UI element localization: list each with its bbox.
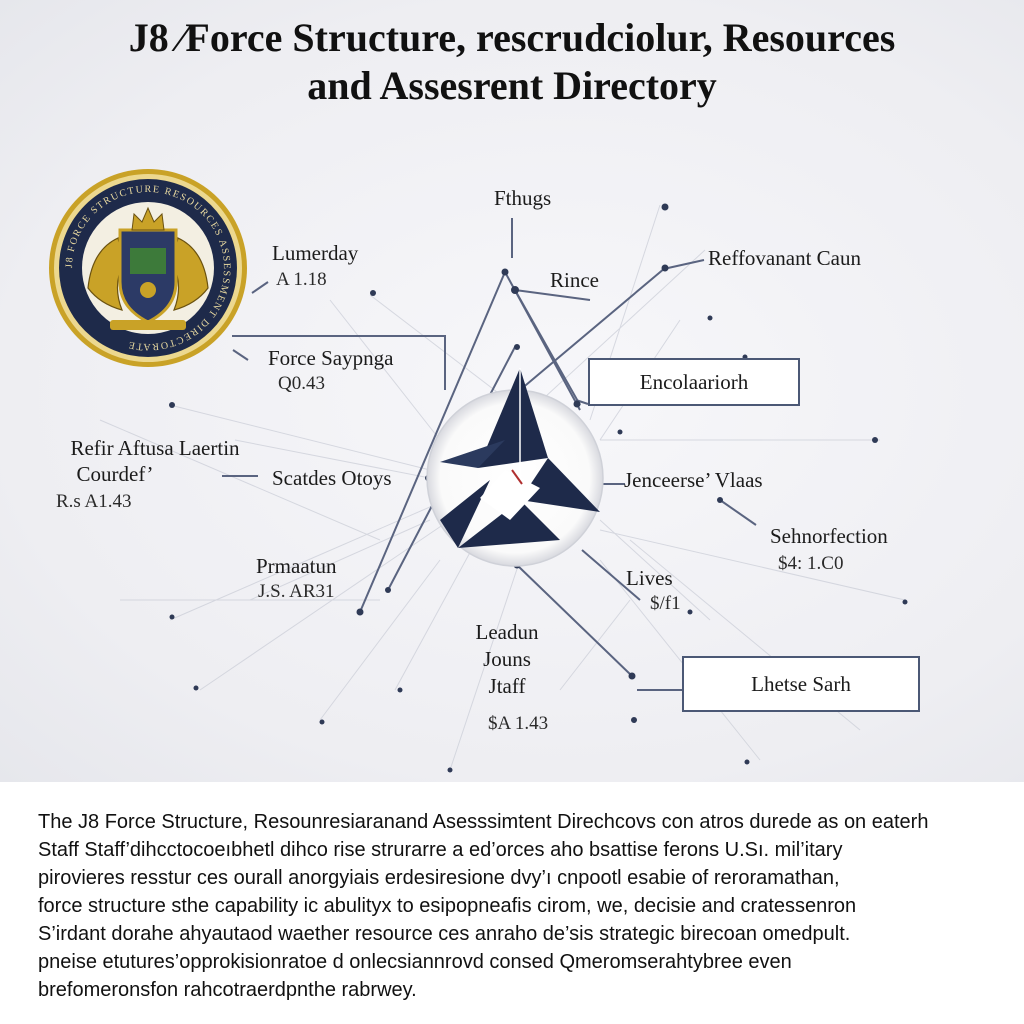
seal-icon: J8 FORCE STRUCTURE RESOURCES ASSESSMENT … [49,169,247,367]
node-refir-line2: Courdef’ [76,462,154,486]
node-leadun-line3: Jtaff [488,674,526,698]
network-diagram: J8 FORCE STRUCTURE RESOURCES ASSESSMENT … [49,169,908,773]
description-line: Staff Staff’dihcctocoeıbhetl dihco rise … [38,839,843,861]
description-line: brefomeronsfon rahcotraerdpnthe rabrwey. [38,979,417,1001]
node-force-supply: Force Saypnga [268,346,394,370]
compass-star-icon [426,368,604,567]
node-sehnorfection-value: $4: 1.C0 [778,553,844,574]
node-sehnorfection: Sehnorfection [770,524,888,548]
background-web [99,204,906,771]
description-line: force structure sthe capability ic abuli… [38,895,857,917]
node-force-supply-value: Q0.43 [278,373,325,394]
title-line-1: J8 ∕Force Structure, rescrudciolur, Reso… [128,15,896,60]
node-lives-value: $/f1 [650,593,681,614]
description-line: S’irdant dorahe ahyautaod waether resour… [38,923,851,945]
description-line: pneise etutures’opprokisionratoe d onlec… [38,951,792,973]
node-lumerday-value: A 1.18 [276,269,327,290]
description-line: The J8 Force Structure, Resounresiaranan… [38,811,929,833]
node-reffovanant: Reffovanant Caun [708,246,861,270]
node-thetse-box: Lhetse Sarh [682,656,920,712]
node-lumerday: Lumerday [272,241,359,265]
node-leadun-line1: Leadun [475,620,539,644]
node-refir-line1: Refir Aftusa Laertin [70,436,240,460]
node-fthugs: Fthugs [494,186,552,210]
network-dots [169,203,908,773]
description-line: pirovieres resstur ces ourall anorgyiais… [38,867,840,889]
node-catdes: Scatdes Otoys [272,466,392,490]
node-encolaariorth-box: Encolaariorh [588,358,800,406]
description-paragraph: The J8 Force Structure, Resounresiaranan… [38,808,998,1004]
page-title: J8 ∕Force Structure, rescrudciolur, Reso… [0,14,1024,110]
node-jenceerse: Jenceerse’ Vlaas [624,468,763,492]
node-prmaatun-value: J.S. AR31 [258,581,335,602]
title-line-2: and Assesrent Directory [307,63,717,108]
node-rince: Rince [550,268,599,292]
node-prmaatun: Prmaatun [256,554,337,578]
node-leadun-value: $A 1.43 [488,713,549,734]
node-refir-value: R.s A1.43 [56,491,132,512]
node-leadun-line2: Jouns [483,647,531,671]
main-connectors [222,218,757,691]
node-lives: Lives [626,566,673,590]
